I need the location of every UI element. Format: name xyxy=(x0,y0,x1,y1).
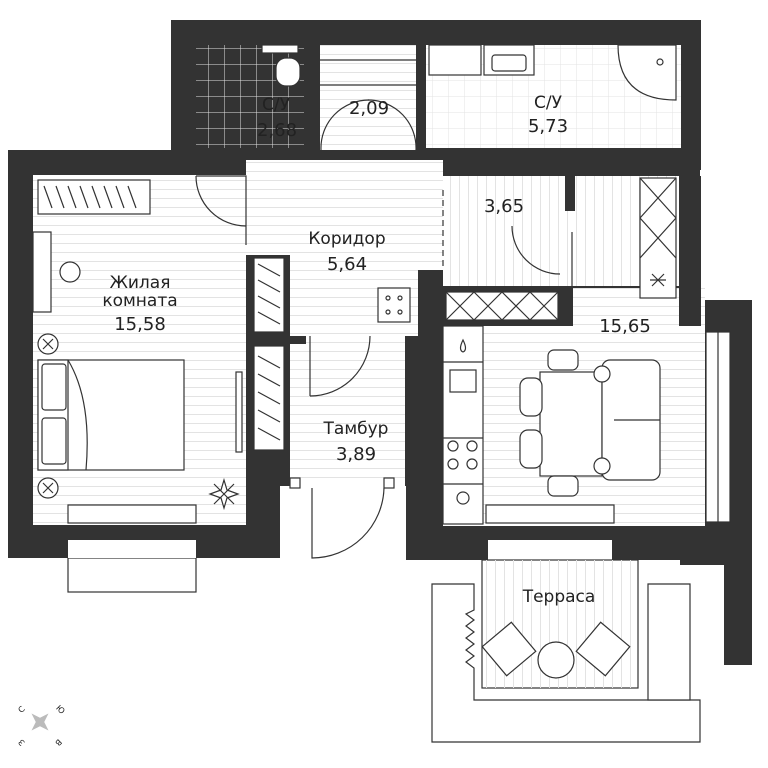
side-shelf xyxy=(32,231,52,313)
lamp-icon xyxy=(59,261,81,283)
terrace-hedge-left xyxy=(431,583,701,743)
kitchen-furniture xyxy=(442,325,731,560)
kitchen-sink xyxy=(449,369,477,393)
window-living xyxy=(67,504,197,524)
entrance-door xyxy=(289,477,395,559)
room-area-wc-small: 2,68 xyxy=(257,120,297,141)
plant-icon xyxy=(208,477,240,511)
terrace-chair-right xyxy=(575,621,631,677)
wardrobe-top xyxy=(37,179,151,215)
living-room-furniture xyxy=(32,179,243,593)
room-name-corridor: Коридор xyxy=(308,229,385,249)
compass-west: З xyxy=(17,737,27,747)
room-name-vestibule: Тамбур xyxy=(323,419,389,439)
compass-east: Ю xyxy=(54,703,67,716)
room-name-terrace: Терраса xyxy=(522,587,596,607)
corridor-wardrobe xyxy=(253,257,411,451)
corridor-doors xyxy=(195,99,573,397)
room-area-living: 15,58 xyxy=(114,314,166,335)
room-area-kitchen: 15,65 xyxy=(599,316,651,337)
terrace-table xyxy=(537,641,575,679)
room-area-wc-large: 5,73 xyxy=(528,116,568,137)
terrace xyxy=(431,559,701,743)
washing-machine xyxy=(428,44,482,76)
room-area-storage: 3,65 xyxy=(484,196,524,217)
bathroom-fixtures xyxy=(261,44,677,101)
room-name-living-2: комната xyxy=(102,291,177,311)
terrace-hedge-right xyxy=(647,583,691,701)
tv-stand xyxy=(235,371,243,453)
room-area-corridor: 5,64 xyxy=(327,254,367,275)
toilet-tank xyxy=(261,44,299,54)
room-name-living-1: Жилая xyxy=(110,273,171,293)
kitchen-counter xyxy=(442,325,484,525)
compass-south: В xyxy=(53,737,63,747)
terrace-chair-left xyxy=(481,621,537,677)
room-labels: С/У 2,68 2,09 С/У 5,73 Коридор 5,64 3,65… xyxy=(102,93,650,607)
room-area-vestibule: 3,89 xyxy=(336,444,376,465)
window-kitchen xyxy=(485,504,615,524)
storage-cabinets xyxy=(445,177,677,321)
stove-icon xyxy=(377,287,411,323)
compass-north: С xyxy=(16,704,27,715)
room-name-wc-small: С/У xyxy=(262,95,291,115)
entrance-gap xyxy=(280,486,406,566)
compass-rose: С Ю В З xyxy=(16,703,66,747)
room-name-wc-large: С/У xyxy=(534,93,563,113)
toilet-icon xyxy=(275,57,301,87)
dining-table xyxy=(539,371,603,477)
room-area-hall: 2,09 xyxy=(349,98,389,119)
compass-star-icon xyxy=(31,713,49,731)
